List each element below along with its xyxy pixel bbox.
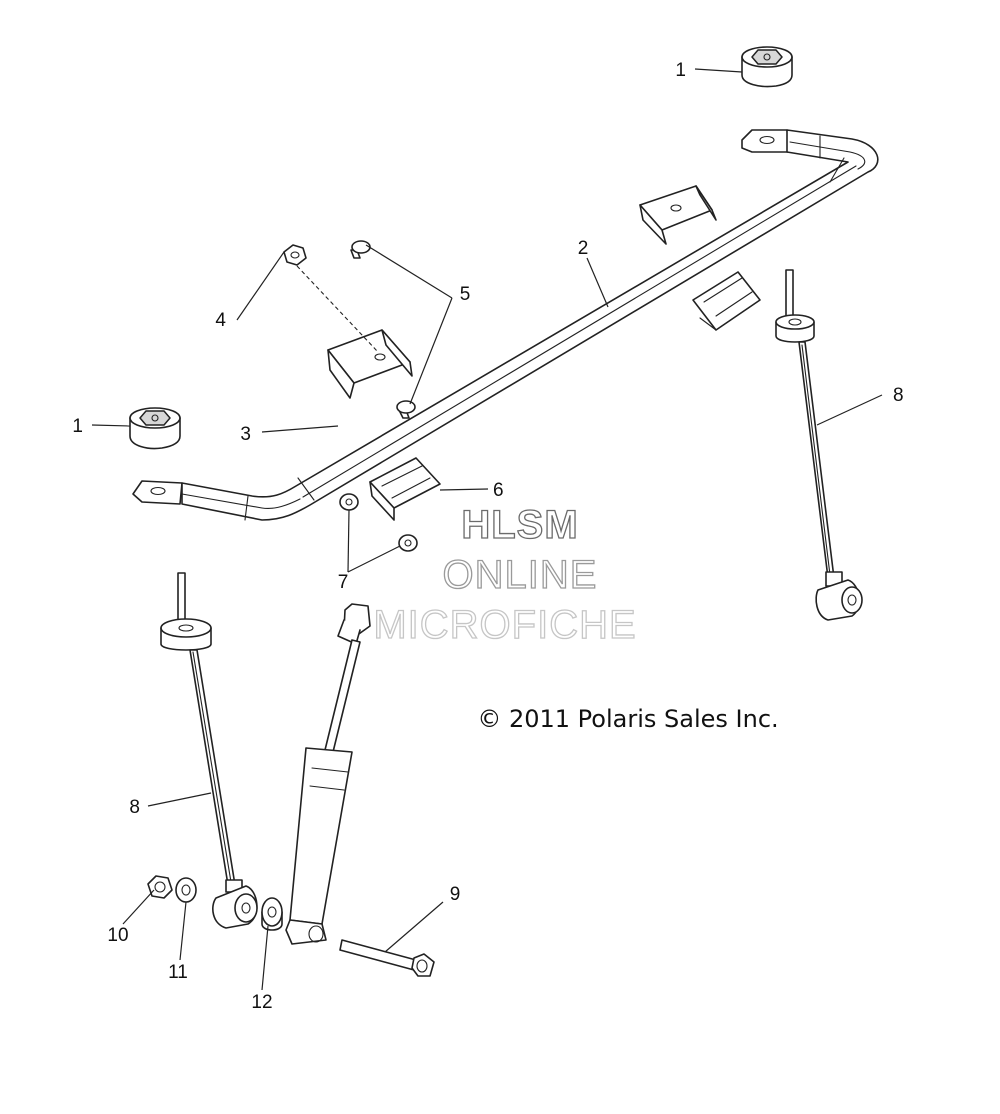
copyright-notice: © 2011 Polaris Sales Inc.	[477, 705, 778, 733]
callout-10: 10	[107, 925, 128, 946]
callout-8-left: 8	[129, 797, 140, 818]
stabilizer-link-left[interactable]	[160, 572, 258, 929]
watermark-line-2: ONLINE	[443, 553, 598, 597]
callout-labels: 1 1 2 3 4 5 6 7 8 8 9 10 11 12	[72, 60, 903, 1013]
washer-upper[interactable]	[339, 493, 359, 511]
callout-1-top: 1	[675, 60, 686, 81]
bar-bushing-right[interactable]	[692, 271, 761, 331]
bar-clamp-upper[interactable]	[639, 185, 717, 245]
callout-1-left: 1	[72, 416, 83, 437]
callout-7: 7	[338, 572, 349, 593]
stabilizer-link-right[interactable]	[775, 269, 863, 621]
stabilizer-bar[interactable]	[132, 129, 879, 521]
leader-lines	[91, 68, 883, 991]
callout-9: 9	[450, 884, 461, 905]
bolt-upper[interactable]	[350, 240, 371, 259]
callout-12: 12	[251, 992, 272, 1013]
callout-3: 3	[240, 424, 251, 445]
callout-2: 2	[578, 238, 589, 259]
flange-nut[interactable]	[283, 244, 379, 353]
washer-lower[interactable]	[398, 534, 418, 552]
bar-bushing[interactable]	[369, 457, 441, 521]
bushing-left[interactable]	[129, 407, 181, 450]
watermark-line-1: HLSM	[461, 503, 578, 547]
callout-5: 5	[460, 284, 471, 305]
callout-8-right: 8	[893, 385, 904, 406]
callout-4: 4	[215, 310, 226, 331]
clamp[interactable]	[327, 329, 413, 399]
washer[interactable]	[175, 877, 197, 903]
watermark-line-3: MICROFICHE	[373, 603, 636, 647]
shock-absorber[interactable]	[285, 603, 371, 945]
bushing-top[interactable]	[741, 46, 793, 88]
long-bolt[interactable]	[339, 939, 435, 977]
watermark: HLSM ONLINE MICROFICHE	[373, 502, 637, 647]
spacer[interactable]	[261, 897, 283, 931]
callout-11: 11	[168, 962, 188, 983]
callout-6: 6	[493, 480, 504, 501]
lock-nut[interactable]	[147, 875, 173, 899]
bolt-lower[interactable]	[396, 400, 416, 419]
